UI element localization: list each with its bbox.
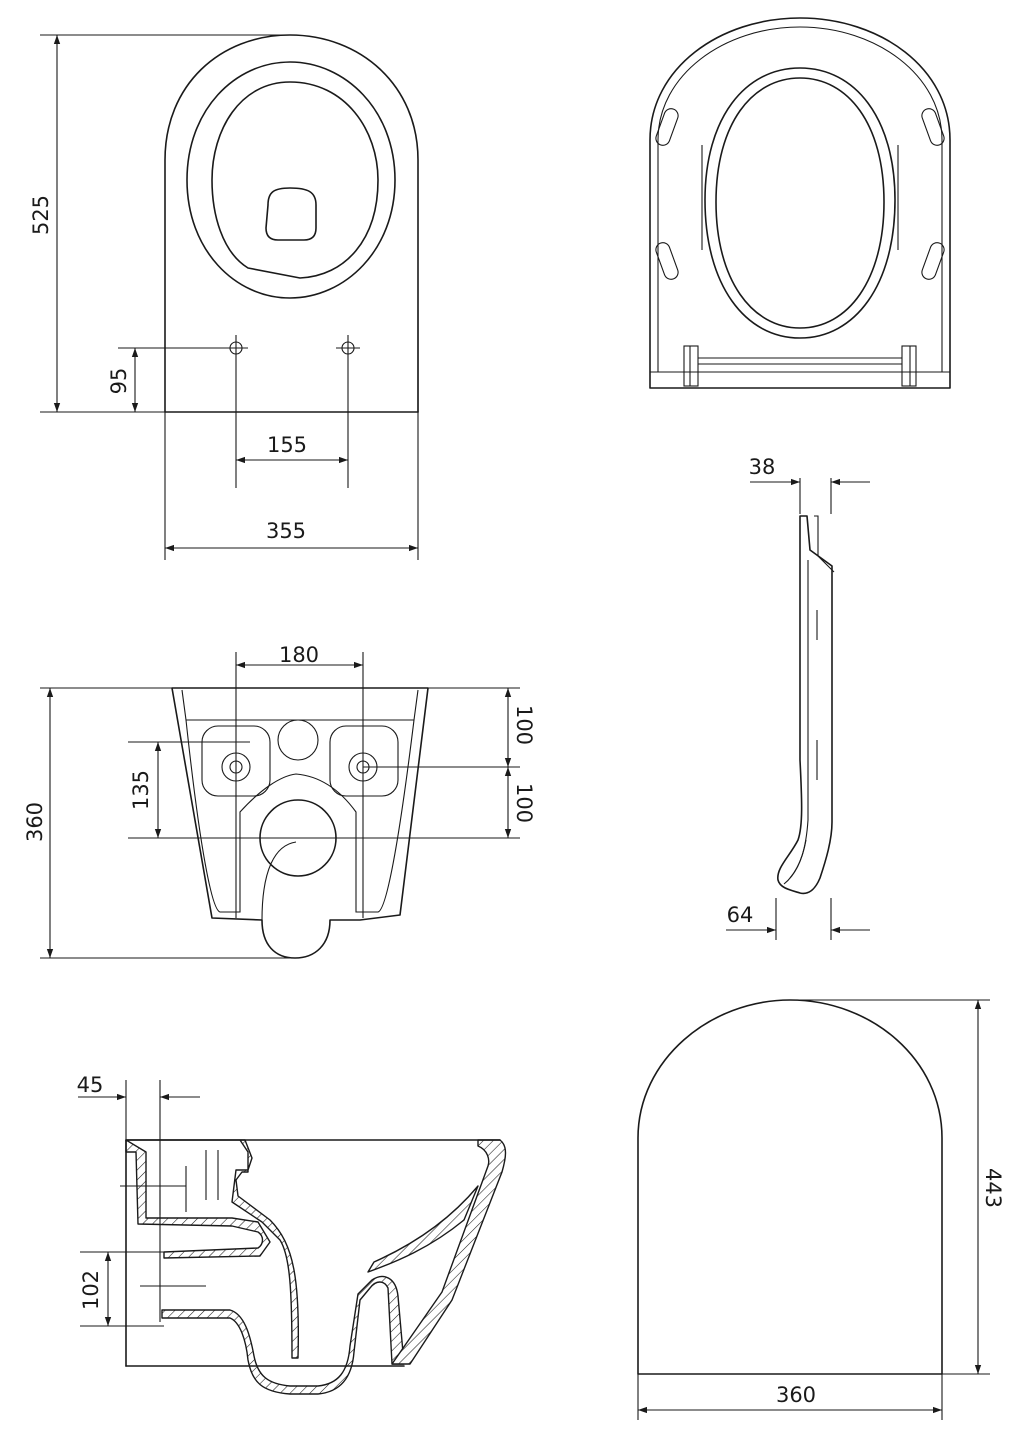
dim-height-label: 525	[29, 195, 53, 235]
section-upper-body	[125, 1139, 300, 1359]
seat-hinge	[683, 345, 917, 387]
dim-bottom-thickness-label: 64	[727, 903, 754, 927]
seat-plan-outline	[637, 999, 943, 1375]
section-lower-body	[161, 1275, 405, 1395]
seat-outline	[649, 17, 951, 389]
dim-offset-label: 135	[129, 770, 153, 810]
seat-side-view: 38 64	[726, 455, 870, 940]
seat-opening-outer	[704, 67, 896, 339]
dim-inlet-height-label: 102	[79, 1270, 103, 1310]
bowl-outlet	[265, 187, 317, 241]
dim-seat-height-label: 443	[981, 1168, 1005, 1208]
section-front-wall	[391, 1139, 507, 1365]
dim-width-label: 355	[266, 519, 306, 543]
dim-spacing-label: 180	[279, 643, 319, 667]
seat-opening-inner	[715, 77, 885, 329]
bowl-rim-inner	[186, 61, 396, 299]
dim-offset-top-label: 45	[77, 1073, 104, 1097]
dim-fix-spacing-label: 155	[267, 433, 307, 457]
dim-rear-height-label: 360	[23, 802, 47, 842]
dim-top-thickness-label: 38	[749, 455, 776, 479]
rear-view: 180 360 135 100 100	[23, 643, 536, 959]
seat-top-view	[649, 17, 951, 389]
top-bowl-view: 525 95 155 355	[29, 34, 419, 560]
dim-axis-outlet-label: 100	[512, 783, 536, 823]
dim-top-axis-label: 100	[512, 705, 536, 745]
bowl-basin	[211, 81, 379, 279]
dim-seat-width-label: 360	[776, 1383, 816, 1407]
dim-fix-height-label: 95	[107, 368, 131, 395]
seat-plan-view: 443 360	[637, 999, 1005, 1420]
bowl-outline	[164, 34, 419, 413]
section-view: 45 102	[77, 1073, 507, 1395]
seat-profile	[777, 515, 833, 895]
